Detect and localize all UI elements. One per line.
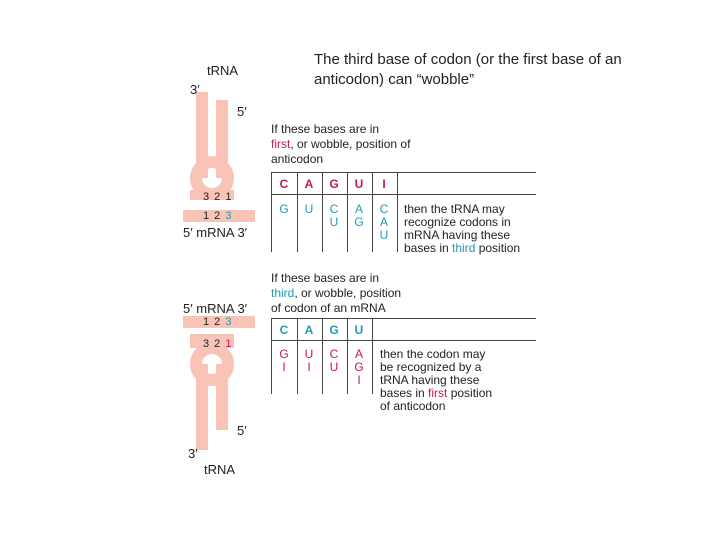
bottom-anticodon-number-wobble: 1 [225,338,232,350]
table1-top-rule [271,172,536,173]
table2-cell: I [275,361,293,374]
table2-col-rule-4 [372,318,373,394]
table2-col-u: A G I [350,348,368,387]
table2-col-a: U I [300,348,318,374]
table1-caption-line1: If these bases are in [271,122,461,137]
table1-header-rule [271,194,536,195]
bottom-codon-number-wobble: 3 [225,316,232,328]
table1-caption: If these bases are in first, or wobble, … [271,122,461,167]
table1-col-u: A G [350,203,368,229]
table1-col-c: G [275,203,293,216]
table2-top-rule [271,318,536,319]
table2-caption: If these bases are in third, or wobble, … [271,271,461,316]
table2-result: then the codon may be recognized by a tR… [380,348,530,413]
top-trna-label: tRNA [207,63,238,78]
top-codon-numbers-prefix: 1 2 [203,210,225,222]
table1-cell: U [300,203,318,216]
table1-header-c: C [275,177,293,191]
bottom-mrna-label: 5′ mRNA 3′ [183,301,247,316]
bottom-trna-left-strand [196,364,208,450]
table2-caption-line1: If these bases are in [271,271,461,286]
table1-caption-line2: , or wobble, position of [290,137,410,151]
table1-col-g: C U [325,203,343,229]
table1-col-rule-1 [297,172,298,252]
table1-col-rule-4 [372,172,373,252]
bottom-codon-numbers-prefix: 1 2 [203,316,225,328]
table1-result: then the tRNA may recognize codons in mR… [404,203,544,255]
table2-cell: U [325,361,343,374]
table2-header-a: A [300,323,318,337]
table1-header-a: A [300,177,318,191]
table2-result-highlight: first [428,386,447,400]
bottom-trna-five-prime: 5′ [237,423,247,438]
diagram-title: The third base of codon (or the first ba… [314,50,654,90]
table1-header-i: I [375,177,393,191]
top-codon-numbers: 1 2 3 [203,210,232,222]
table1-result-highlight: third [452,241,475,255]
table1-col-i: C A U [375,203,393,242]
table1-result-line4b: position [475,241,520,255]
bottom-trna-three-prime: 3′ [188,446,198,461]
table2-result-line4a: bases in [380,386,428,400]
table1-col-rule-3 [347,172,348,252]
table2-cell: I [350,374,368,387]
table2-result-line5: of anticodon [380,400,530,413]
table1-cell: U [325,216,343,229]
table2-result-line4b: position [447,386,492,400]
bottom-trna-right-strand [216,364,228,430]
table2-cell: I [300,361,318,374]
table2-caption-line2: , or wobble, position [294,286,401,300]
table2-header-c: C [275,323,293,337]
top-trna-three-prime: 3′ [190,82,200,97]
table1-header-g: G [325,177,343,191]
table1-col-rule-5 [397,172,398,252]
table1-caption-highlight: first [271,137,290,151]
table2-left-rule [271,318,272,394]
table1-cell: G [275,203,293,216]
table2-col-c: G I [275,348,293,374]
top-trna-five-prime: 5′ [237,104,247,119]
table1-caption-line3: anticodon [271,152,461,167]
table2-header-u: U [350,323,368,337]
table2-caption-line3: of codon of an mRNA [271,301,461,316]
bottom-anticodon-numbers: 3 2 1 [203,338,232,350]
table2-col-rule-1 [297,318,298,394]
top-mrna-label: 5′ mRNA 3′ [183,225,247,240]
table1-cell: U [375,229,393,242]
table1-col-rule-2 [322,172,323,252]
table2-header-rule [271,340,536,341]
table2-header-g: G [325,323,343,337]
table2-col-rule-3 [347,318,348,394]
top-codon-number-wobble: 3 [225,210,232,222]
table1-col-a: U [300,203,318,216]
table1-result-line4a: bases in [404,241,452,255]
table2-col-g: C U [325,348,343,374]
table2-col-rule-2 [322,318,323,394]
table2-caption-highlight: third [271,286,294,300]
bottom-trna-label: tRNA [204,462,235,477]
top-anticodon-numbers: 3 2 1 [203,191,232,203]
bottom-anticodon-numbers-prefix: 3 2 [203,338,225,350]
table1-left-rule [271,172,272,252]
table1-header-u: U [350,177,368,191]
top-trna-anticodon-loop [196,162,228,194]
bottom-codon-numbers: 1 2 3 [203,316,232,328]
table1-cell: G [350,216,368,229]
